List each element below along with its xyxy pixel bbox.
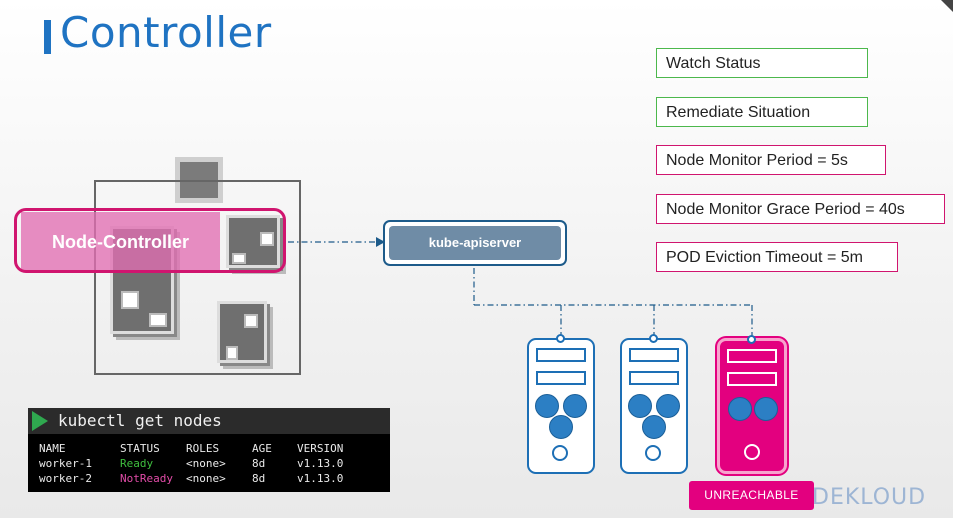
- node-name-cell: worker-2: [39, 472, 92, 485]
- pod-dot-icon: [628, 394, 652, 418]
- node-port-icon: [649, 334, 658, 343]
- node-age-cell: 8d: [252, 472, 266, 485]
- col-age-header: AGE: [252, 442, 272, 455]
- table-row: worker-2 NotReady <none> 8d v1.13.0: [39, 471, 377, 486]
- worker-node-1: [527, 334, 595, 474]
- col-roles-header: ROLES: [186, 442, 220, 455]
- col-name-header: NAME: [39, 442, 66, 455]
- table-header-row: NAME STATUS ROLES AGE VERSION: [39, 441, 377, 456]
- node-roles-cell: <none>: [186, 472, 226, 485]
- nodes-table: NAME STATUS ROLES AGE VERSION worker-1 R…: [39, 441, 377, 486]
- node-port-icon: [556, 334, 565, 343]
- master-node-frame: [94, 180, 301, 375]
- node-name-cell: worker-1: [39, 457, 92, 470]
- node-monitor-grace-period-box: Node Monitor Grace Period = 40s: [656, 194, 945, 224]
- drive-slot: [536, 348, 586, 362]
- col-version-header: VERSION: [297, 442, 344, 455]
- slide-title: Controller: [60, 8, 272, 57]
- power-ring-icon: [552, 445, 568, 461]
- pod-dot-icon: [656, 394, 680, 418]
- remediate-situation-box: Remediate Situation: [656, 97, 868, 127]
- kube-apiserver-label: kube-apiserver: [389, 226, 561, 260]
- node-roles-cell: <none>: [186, 457, 226, 470]
- node-controller-highlight: [14, 208, 286, 273]
- control-plane-pod-top: [226, 215, 280, 268]
- node-version-cell: v1.13.0: [297, 472, 344, 485]
- node-status-cell: Ready: [120, 457, 154, 470]
- power-ring-icon: [645, 445, 661, 461]
- watch-status-box: Watch Status: [656, 48, 868, 78]
- arrow-head: [376, 237, 385, 247]
- slide-corner-mark: [941, 0, 953, 12]
- drive-slot: [727, 372, 777, 386]
- pod-dot-icon: [549, 415, 573, 439]
- pod-dot-icon: [642, 415, 666, 439]
- drive-slot: [536, 371, 586, 385]
- node-version-cell: v1.13.0: [297, 457, 344, 470]
- drive-slot: [727, 349, 777, 363]
- node-status-cell: NotReady: [120, 472, 173, 485]
- kube-apiserver-box: kube-apiserver: [383, 220, 567, 266]
- pod-dot-icon: [535, 394, 559, 418]
- node-age-cell: 8d: [252, 457, 266, 470]
- drive-slot: [629, 348, 679, 362]
- worker-node-2: [620, 334, 688, 474]
- power-ring-icon: [744, 444, 760, 460]
- node-controller-fill: [21, 212, 220, 272]
- pod-dot-icon: [563, 394, 587, 418]
- worker-node-unreachable: [717, 335, 787, 474]
- pod-eviction-timeout-box: POD Eviction Timeout = 5m: [656, 242, 898, 272]
- node-controller-label: Node-Controller: [52, 232, 189, 252]
- terminal-header: kubectl get nodes: [28, 408, 390, 434]
- terminal-window: kubectl get nodes NAME STATUS ROLES AGE …: [28, 408, 390, 492]
- title-accent-bar: [44, 20, 51, 54]
- col-status-header: STATUS: [120, 442, 160, 455]
- node-port-icon: [747, 335, 756, 344]
- node-monitor-period-box: Node Monitor Period = 5s: [656, 145, 886, 175]
- control-plane-pod-bottom: [217, 301, 267, 363]
- terminal-command: kubectl get nodes: [58, 411, 222, 430]
- brand-logo-text: DEKLOUD: [812, 485, 927, 510]
- table-row: worker-1 Ready <none> 8d v1.13.0: [39, 456, 377, 471]
- play-icon: [32, 411, 48, 431]
- pod-dot-icon: [728, 397, 752, 421]
- unreachable-badge: UNREACHABLE: [689, 481, 814, 510]
- drive-slot: [629, 371, 679, 385]
- pod-dot-icon: [754, 397, 778, 421]
